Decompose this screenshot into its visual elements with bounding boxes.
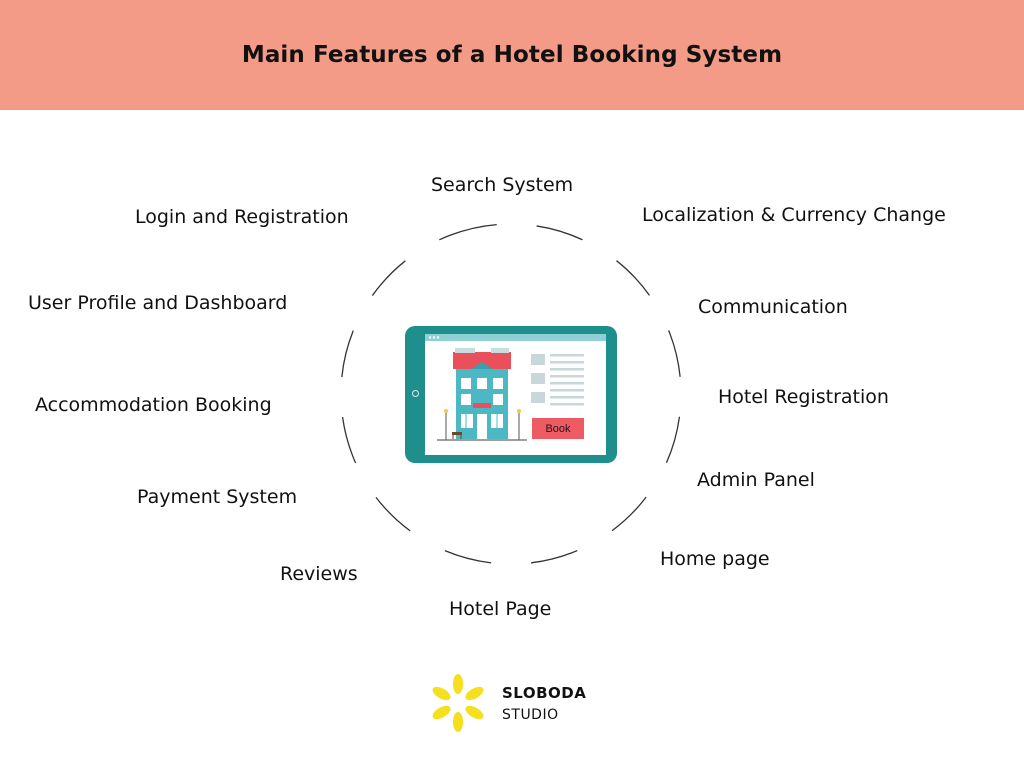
book-button: Book xyxy=(532,418,584,439)
header-banner: Main Features of a Hotel Booking System xyxy=(0,0,1024,110)
sunflower-logo-icon xyxy=(432,674,484,732)
feature-user-profile-dashboard: User Profile and Dashboard xyxy=(28,292,288,314)
sloboda-studio-logo: SLOBODA STUDIO xyxy=(428,672,598,734)
feature-home-page: Home page xyxy=(660,548,770,570)
feature-accommodation-booking: Accommodation Booking xyxy=(35,394,272,416)
logo-sub-text: STUDIO xyxy=(502,707,559,723)
tablet-illustration: Book xyxy=(405,326,617,463)
feature-admin-panel: Admin Panel xyxy=(697,469,815,491)
page-title: Main Features of a Hotel Booking System xyxy=(241,42,783,68)
hotel-building-icon xyxy=(428,336,584,441)
feature-login-registration: Login and Registration xyxy=(135,206,349,228)
tablet-home-button-icon xyxy=(412,390,419,397)
feature-payment-system: Payment System xyxy=(137,486,298,508)
feature-reviews: Reviews xyxy=(280,563,358,585)
browser-bar xyxy=(425,334,606,341)
feature-hotel-registration: Hotel Registration xyxy=(718,386,889,408)
logo-brand-text: SLOBODA xyxy=(502,684,587,702)
feature-communication: Communication xyxy=(698,296,848,318)
feature-localization-currency: Localization & Currency Change xyxy=(642,204,946,226)
feature-search-system: Search System xyxy=(431,174,574,196)
tablet-screen: Book xyxy=(425,334,606,455)
feature-hotel-page: Hotel Page xyxy=(449,598,552,620)
